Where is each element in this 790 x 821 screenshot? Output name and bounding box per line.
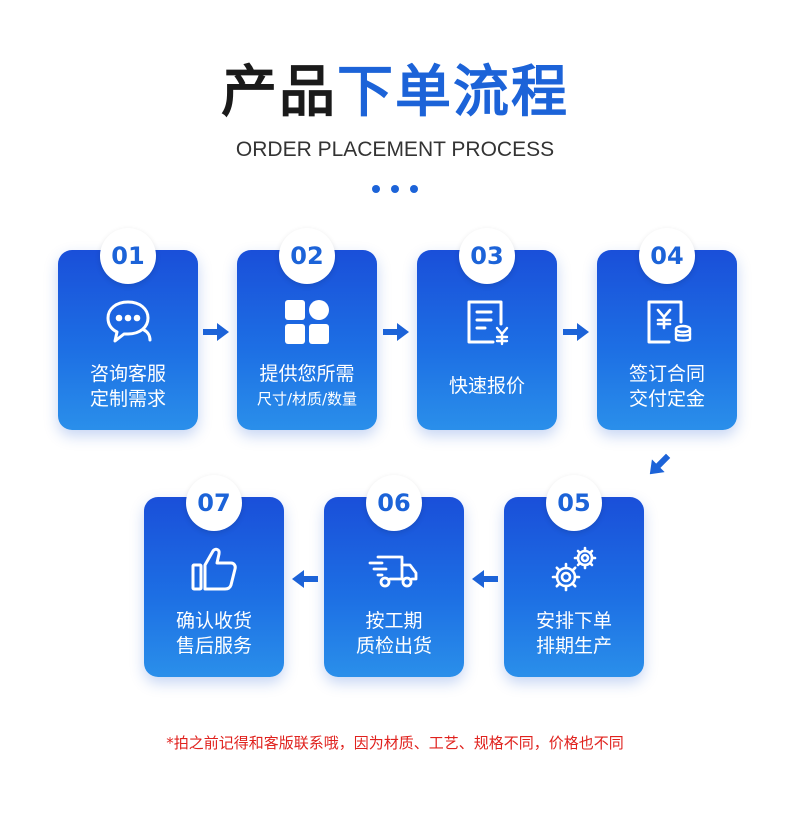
step-label-line2: 交付定金	[628, 388, 705, 410]
step-card-01: 01 咨询客服 定制需求	[58, 228, 198, 430]
step-label-line1: 快速报价	[448, 375, 525, 397]
step-number: 06	[366, 475, 422, 531]
dot	[410, 185, 418, 193]
step-number: 03	[459, 228, 515, 284]
step-number: 01	[100, 228, 156, 284]
page-title: 产品下单流程	[0, 58, 790, 128]
step-card-02: 02 提供您所需 尺寸/材质/数量	[237, 228, 377, 430]
arrow-right-icon	[563, 323, 589, 341]
step-number: 04	[639, 228, 695, 284]
title-part-dark: 产品	[221, 60, 337, 125]
footer-note: *拍之前记得和客版联系哦，因为材质、工艺、规格不同，价格也不同	[166, 734, 624, 752]
arrow-right-icon	[383, 323, 409, 341]
step-label-line1: 安排下单	[535, 610, 612, 632]
gears-icon	[548, 543, 600, 595]
arrow-left-icon	[472, 570, 498, 588]
step-label-line1: 咨询客服	[89, 363, 166, 385]
step-number: 05	[546, 475, 602, 531]
dot	[372, 185, 380, 193]
quote-document-icon	[461, 296, 513, 348]
delivery-truck-icon	[368, 543, 420, 595]
step-label-line1: 提供您所需	[259, 363, 355, 385]
step-label-line1: 签订合同	[628, 363, 705, 385]
step-label-line2: 定制需求	[89, 388, 166, 410]
step-label-line2: 质检出货	[355, 635, 432, 657]
step-label-line2: 排期生产	[535, 635, 612, 657]
step-number: 02	[279, 228, 335, 284]
step-label-line1: 确认收货	[175, 610, 252, 632]
step-card-07: 07 确认收货 售后服务	[144, 475, 284, 677]
step-label-line1: 按工期	[365, 610, 423, 632]
title-part-blue: 下单流程	[337, 60, 569, 125]
page-subtitle: ORDER PLACEMENT PROCESS	[235, 138, 555, 161]
step-card-06: 06 按工期 质检出货	[324, 475, 464, 677]
dot	[391, 185, 399, 193]
arrow-down-left-icon	[643, 449, 674, 480]
decorative-dots	[0, 185, 790, 193]
chat-bubble-icon	[102, 296, 154, 348]
step-label-line2: 售后服务	[175, 635, 252, 657]
grid-blocks-icon	[281, 296, 333, 348]
arrow-left-icon	[292, 570, 318, 588]
step-card-04: 04 签订合同 交付定金	[597, 228, 737, 430]
step-label-line2: 尺寸/材质/数量	[256, 390, 358, 408]
thumbs-up-icon	[188, 543, 240, 595]
arrow-right-icon	[203, 323, 229, 341]
step-card-05: 05	[504, 475, 644, 677]
step-card-03: 03 快速报价	[417, 228, 557, 430]
payment-document-icon	[641, 296, 693, 348]
step-number: 07	[186, 475, 242, 531]
